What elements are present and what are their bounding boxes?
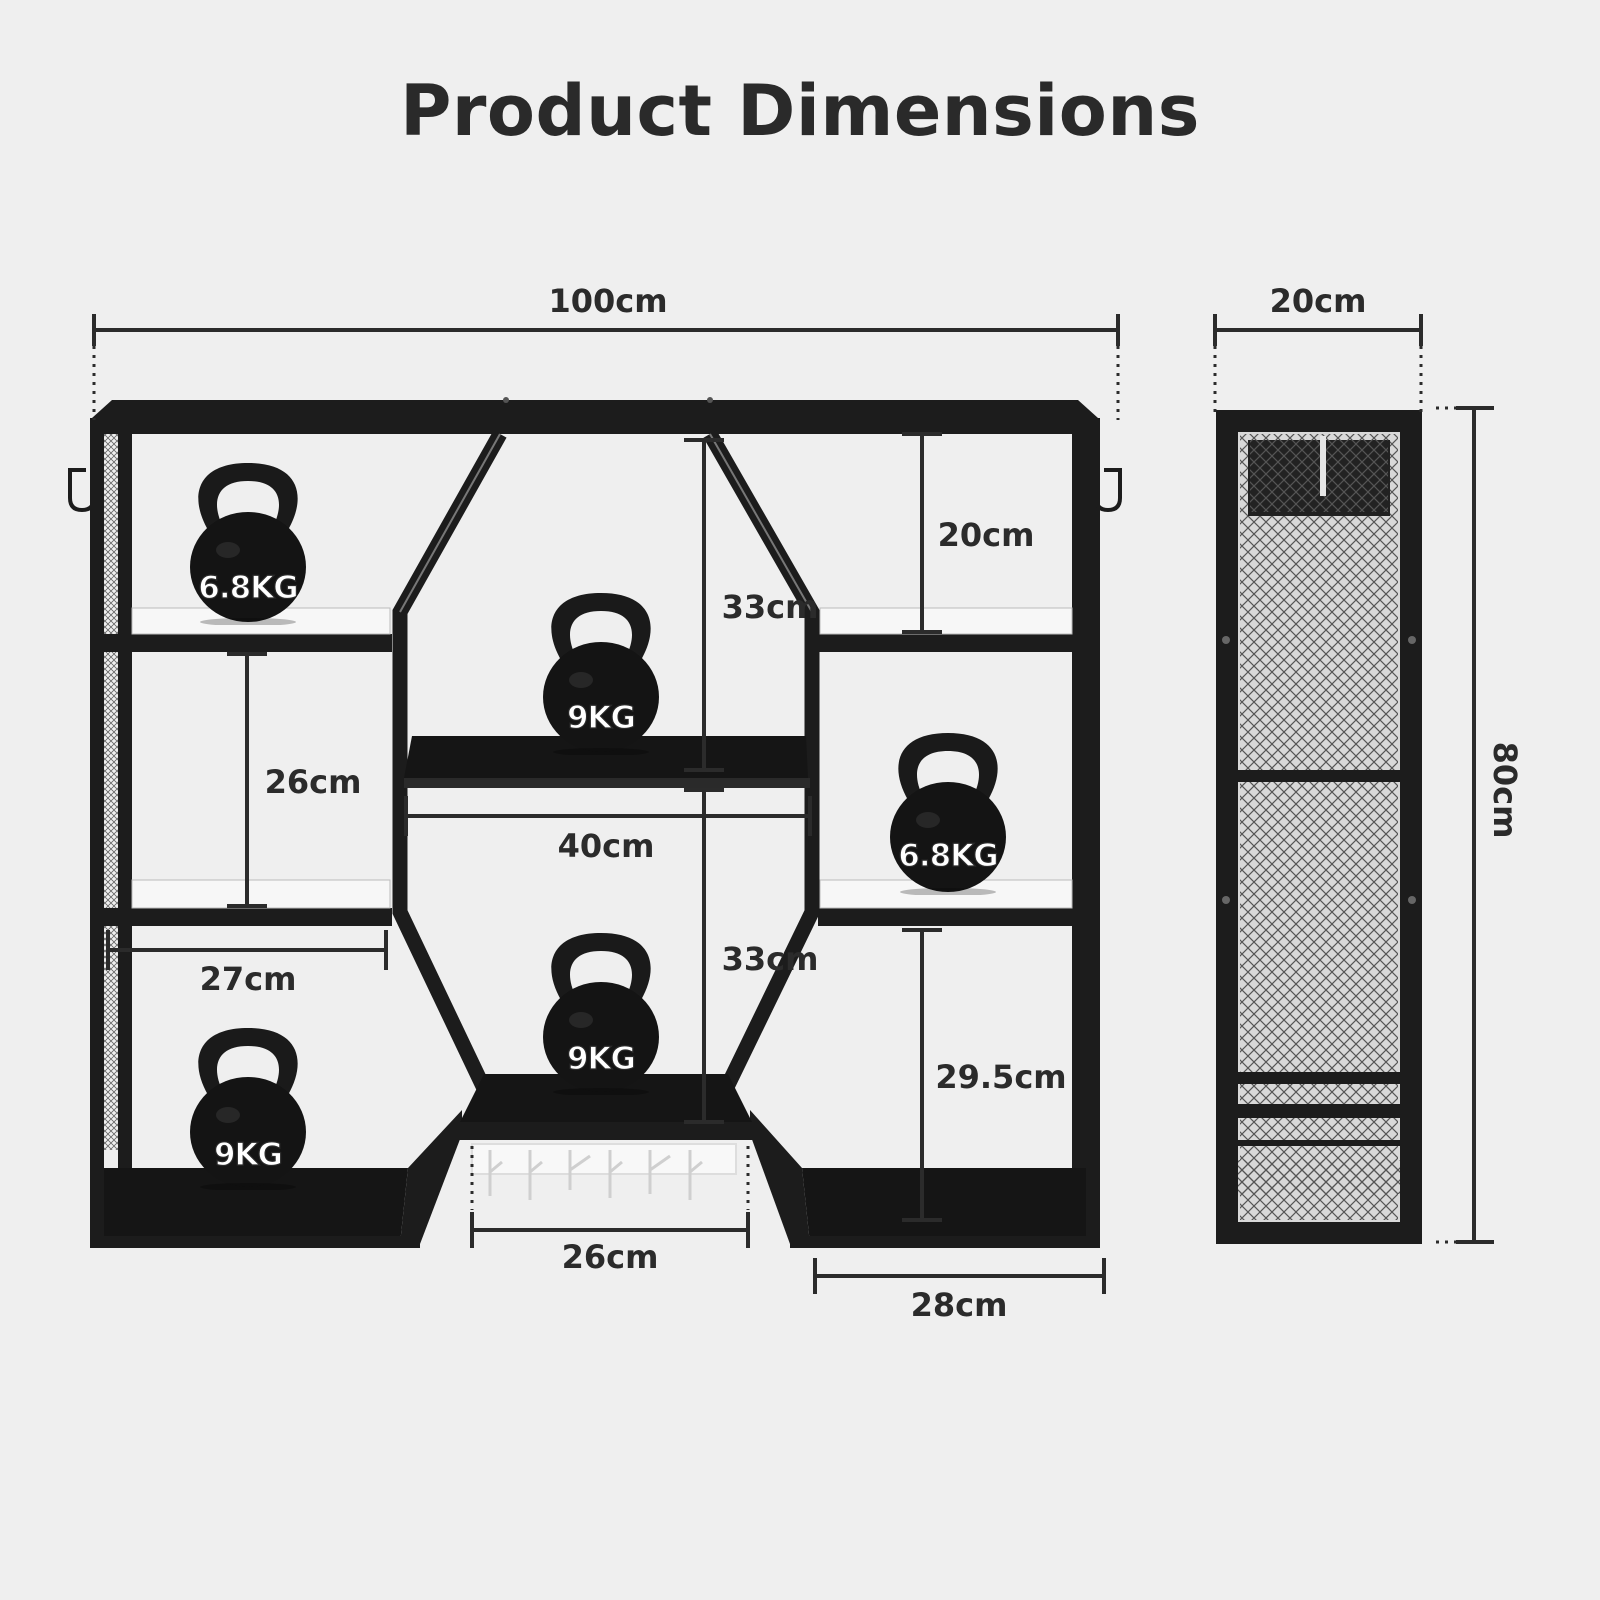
right-upper-shelf — [818, 634, 1100, 652]
center-upper-height-label: 33cm — [722, 588, 819, 626]
left-side-mesh — [104, 430, 118, 1150]
right-lower-compartment-label: 29.5cm — [935, 1058, 1066, 1096]
right-middle-shelf — [818, 908, 1100, 926]
center-shelf — [404, 736, 808, 778]
right-inner-upright — [1072, 434, 1086, 1244]
center-shelf-width-label: 40cm — [558, 827, 655, 865]
kettlebell-weight-label: 6.8KG — [198, 570, 297, 606]
kettlebell-weight-label: 9KG — [214, 1137, 282, 1173]
hanging-hooks-icon — [471, 1143, 737, 1200]
overall-width-label: 100cm — [548, 282, 667, 320]
left-middle-shelf — [104, 908, 392, 926]
front-view-shelf — [68, 397, 1122, 1248]
left-shelf-width-label: 27cm — [200, 960, 297, 998]
kettlebell-center-lower: 9KG — [543, 933, 659, 1095]
left-inner-upright — [118, 434, 132, 1244]
kettlebell-right-middle: 6.8KG — [890, 733, 1006, 895]
right-bottom-shelf — [802, 1168, 1086, 1244]
extension-lines — [92, 346, 1456, 1244]
kettlebell-bottom-left: 9KG — [190, 1028, 306, 1190]
height-label: 80cm — [1486, 742, 1524, 839]
left-hook-icon — [68, 468, 96, 513]
kettlebell-top-left: 6.8KG — [190, 463, 306, 625]
top-right-compartment-label: 20cm — [938, 516, 1035, 554]
left-upper-shelf — [104, 634, 392, 652]
kettlebell-weight-label: 9KG — [567, 700, 635, 736]
dimension-lines — [92, 314, 1494, 1294]
top-board — [92, 400, 1098, 434]
depth-label: 20cm — [1270, 282, 1367, 320]
right-bottom-width-label: 28cm — [911, 1286, 1008, 1324]
right-hook-icon — [1094, 468, 1122, 513]
center-bottom-shelf — [460, 1074, 752, 1122]
page-title: Product Dimensions — [400, 70, 1200, 152]
kettlebell-weight-label: 6.8KG — [898, 838, 997, 874]
kettlebell-weight-label: 9KG — [567, 1041, 635, 1077]
left-upright — [90, 418, 104, 1244]
bottom-center-width-label: 26cm — [562, 1238, 659, 1276]
left-bottom-shelf — [104, 1168, 408, 1244]
left-middle-compartment-label: 26cm — [265, 763, 362, 801]
center-lower-height-label: 33cm — [722, 940, 819, 978]
kettlebell-center-upper: 9KG — [543, 593, 659, 755]
side-view-shelf — [1216, 410, 1422, 1244]
right-upright — [1086, 418, 1100, 1244]
